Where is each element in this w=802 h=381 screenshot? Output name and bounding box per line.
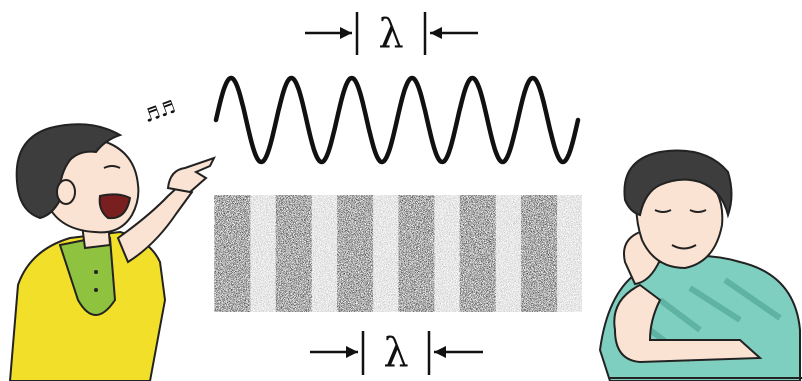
music-notes-icon: ♬♬: [141, 97, 179, 128]
bottom-wavelength-marker: λ: [310, 330, 483, 376]
compression-band: [337, 195, 373, 312]
sine-wave: [216, 78, 578, 162]
top-wavelength-marker: λ: [305, 11, 478, 57]
compression-band: [214, 195, 250, 312]
compression-band: [398, 195, 434, 312]
top-wavelength-label: λ: [378, 11, 403, 57]
singing-person-illustration: [10, 124, 214, 381]
listening-person-illustration: [600, 151, 802, 381]
bottom-wavelength-label: λ: [383, 330, 408, 376]
compression-band: [460, 195, 496, 312]
compression-band: [276, 195, 312, 312]
compression-bands: [214, 195, 582, 312]
compression-band: [521, 195, 557, 312]
